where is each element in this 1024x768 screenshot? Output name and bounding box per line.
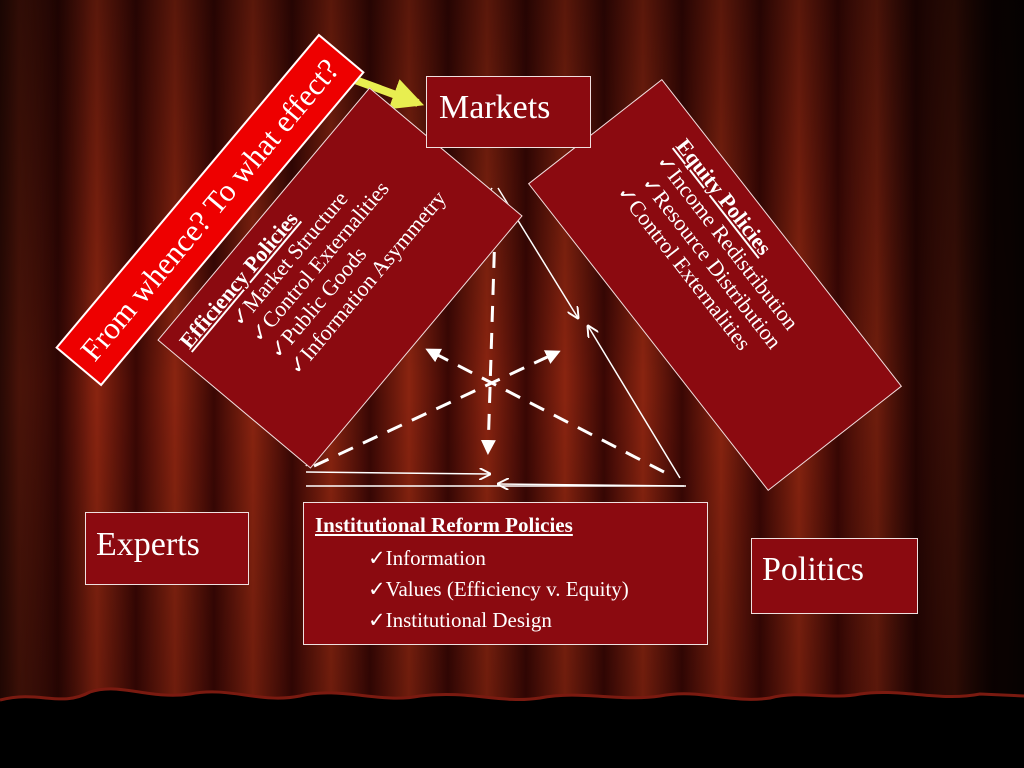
arrow-experts-to-politics xyxy=(305,472,490,474)
markets-node: Markets xyxy=(426,76,591,148)
reform-item-label: Institutional Design xyxy=(385,608,552,632)
reform-title: Institutional Reform Policies xyxy=(315,513,573,537)
checkmark-icon: ✓ xyxy=(368,546,386,570)
arrow-politics-to-markets xyxy=(588,326,681,479)
politics-label: Politics xyxy=(762,551,865,588)
dashed-line-left-diagonal xyxy=(313,350,561,468)
reform-list: ✓Information✓Values (Efficiency v. Equit… xyxy=(368,543,629,636)
reform-item-label: Values (Efficiency v. Equity) xyxy=(385,577,629,601)
curtain-left-shade xyxy=(0,0,90,768)
checkmark-icon: ✓ xyxy=(368,608,386,632)
experts-node: Experts xyxy=(85,512,249,585)
markets-label: Markets xyxy=(439,89,551,126)
checkmark-icon: ✓ xyxy=(368,577,386,601)
institutional-reform-box: Institutional Reform Policies ✓Informati… xyxy=(303,502,708,645)
reform-item: ✓Values (Efficiency v. Equity) xyxy=(368,574,629,605)
reform-item: ✓Information xyxy=(368,543,629,574)
reform-item-label: Information xyxy=(385,546,486,570)
curtain-hem xyxy=(0,687,1024,702)
reform-item: ✓Institutional Design xyxy=(368,605,629,636)
dashed-line-right-diagonal xyxy=(425,348,665,474)
experts-label: Experts xyxy=(96,526,200,563)
stage-floor xyxy=(0,688,1024,768)
politics-node: Politics xyxy=(751,538,918,614)
